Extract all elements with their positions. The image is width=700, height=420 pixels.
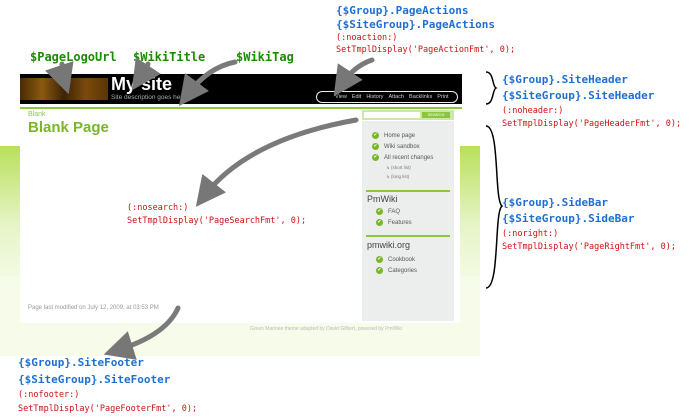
label-page-actions-directive: (:noaction:) xyxy=(336,33,398,43)
label-site-header-directive: (:noheader:) xyxy=(502,106,564,116)
label-sidebar-config: SetTmplDisplay('PageRightFmt', 0); xyxy=(502,242,676,252)
action-backlinks[interactable]: Backlinks xyxy=(409,94,433,100)
label-site-header-sitegroup: {$SiteGroup}.SiteHeader xyxy=(502,89,655,102)
sidebar-item-sandbox[interactable]: ✔Wiki sandbox xyxy=(372,143,420,150)
label-page-logo-url: $PageLogoUrl xyxy=(30,50,117,64)
sidebar-subitem-long[interactable]: ↳ (long list) xyxy=(386,174,410,179)
label-sidebar-sitegroup: {$SiteGroup}.SideBar xyxy=(502,212,635,225)
arrow-logo xyxy=(45,61,74,95)
arrow-search xyxy=(195,117,359,207)
label-sidebar-directive: (:noright:) xyxy=(502,229,559,239)
action-attach[interactable]: Attach xyxy=(388,94,405,100)
check-icon: ✔ xyxy=(376,219,383,226)
brace-header xyxy=(485,71,498,105)
action-view[interactable]: View xyxy=(335,94,347,100)
check-icon: ✔ xyxy=(372,132,379,139)
sidebar-heading-pmwiki-org[interactable]: pmwiki.org xyxy=(367,240,411,250)
sidebar-item-features[interactable]: ✔Features xyxy=(376,219,412,226)
sidebar-divider xyxy=(366,190,450,192)
arrow-actions xyxy=(333,57,375,97)
label-sidebar-group: {$Group}.SideBar xyxy=(502,196,608,209)
label-site-header-config: SetTmplDisplay('PageHeaderFmt', 0); xyxy=(502,119,682,129)
label-page-actions-group: {$Group}.PageActions xyxy=(336,4,469,17)
sidebar-divider xyxy=(366,235,450,237)
header-divider xyxy=(20,107,462,109)
sidebar-item-categories[interactable]: ✔Categories xyxy=(376,267,418,274)
site-description: Site description goes here xyxy=(111,94,187,101)
footer-credits: Green Marinee theme adapted by David Gil… xyxy=(250,326,403,332)
label-page-actions-sitegroup: {$SiteGroup}.PageActions xyxy=(336,18,495,31)
check-icon: ✔ xyxy=(372,154,379,161)
sidebar-subitem-short[interactable]: ↳ (short list) xyxy=(386,165,411,170)
return-arrow-icon: ↳ xyxy=(386,174,392,179)
sidebar-item-cookbook[interactable]: ✔Cookbook xyxy=(376,256,416,263)
search-input[interactable] xyxy=(364,112,420,118)
check-icon: ✔ xyxy=(372,143,379,150)
label-search-config: SetTmplDisplay('PageSearchFmt', 0); xyxy=(127,216,307,226)
label-site-footer-config: SetTmplDisplay('PageFooterFmt', 0); xyxy=(18,404,198,414)
page-title: Blank Page xyxy=(28,119,109,136)
breadcrumb[interactable]: Blank xyxy=(28,111,46,118)
sidebar-item-recent-changes[interactable]: ✔All recent changes xyxy=(372,154,434,161)
label-wiki-tag: $WikiTag xyxy=(236,50,294,64)
page-actions-bar: View Edit History Attach Backlinks Print xyxy=(316,91,458,103)
brace-sidebar xyxy=(485,125,504,289)
check-icon: ✔ xyxy=(376,256,383,263)
check-icon: ✔ xyxy=(376,267,383,274)
label-search-directive: (:nosearch:) xyxy=(127,203,189,213)
label-page-actions-config: SetTmplDisplay('PageActionFmt', 0); xyxy=(336,45,516,55)
action-edit[interactable]: Edit xyxy=(351,94,362,100)
sidebar-heading-pmwiki[interactable]: PmWiki xyxy=(367,194,398,204)
label-site-header-group: {$Group}.SiteHeader xyxy=(502,73,628,86)
search-button[interactable]: SEARCH xyxy=(422,112,450,118)
arrow-tag xyxy=(178,59,238,106)
return-arrow-icon: ↳ xyxy=(386,165,392,170)
arrow-footer xyxy=(103,305,181,360)
last-modified: Page last modified on July 12, 2009, at … xyxy=(28,305,159,311)
action-print[interactable]: Print xyxy=(437,94,449,100)
label-site-footer-directive: (:nofooter:) xyxy=(18,390,80,400)
sidebar-item-home[interactable]: ✔Home page xyxy=(372,132,416,139)
label-site-footer-sitegroup: {$SiteGroup}.SiteFooter xyxy=(18,373,171,386)
arrow-title xyxy=(131,57,161,91)
check-icon: ✔ xyxy=(376,208,383,215)
action-history[interactable]: History xyxy=(366,94,384,100)
sidebar-item-faq[interactable]: ✔FAQ xyxy=(376,208,401,215)
